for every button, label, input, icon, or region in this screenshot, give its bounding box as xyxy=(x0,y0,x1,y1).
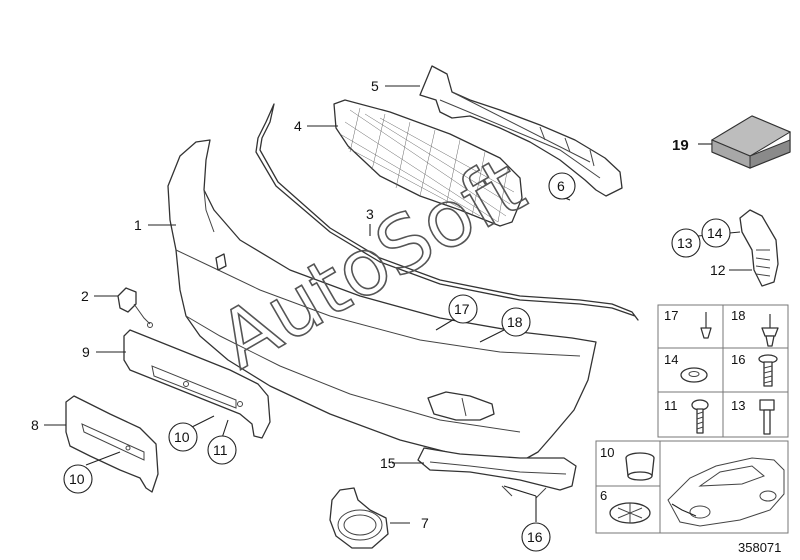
hardware-14-washer xyxy=(680,367,708,383)
hardware-10-nut-clip xyxy=(625,452,655,481)
part-7-trim-ring xyxy=(329,487,389,549)
label-12: 12 xyxy=(710,262,726,278)
diagram-id: 358071 xyxy=(738,540,781,555)
grid-label-11: 11 xyxy=(664,398,678,413)
part-5-support-bracket xyxy=(419,65,623,197)
callout-18: 18 xyxy=(501,307,531,337)
label-14: 14 xyxy=(707,225,723,241)
part-8-plate-base xyxy=(65,395,159,493)
hardware-17-rivet xyxy=(700,312,712,339)
callout-10-plate-base: 10 xyxy=(63,464,93,494)
label-5: 5 xyxy=(371,78,379,94)
label-17: 17 xyxy=(454,301,470,317)
hardware-18-rivet xyxy=(761,314,779,347)
grid-label-10: 10 xyxy=(600,445,614,460)
label-3: 3 xyxy=(366,206,374,222)
callout-10-plate-carrier: 10 xyxy=(168,422,198,452)
part-1-bumper-cover xyxy=(167,139,597,463)
hardware-11-screw xyxy=(691,399,709,434)
label-10-a: 10 xyxy=(174,429,190,445)
callout-6: 6 xyxy=(548,172,576,200)
callout-17: 17 xyxy=(448,294,478,324)
callout-13: 13 xyxy=(671,228,701,258)
label-1: 1 xyxy=(134,217,142,233)
label-6: 6 xyxy=(557,178,565,194)
hardware-16-screw xyxy=(758,354,778,387)
label-8: 8 xyxy=(31,417,39,433)
hardware-13-bolt xyxy=(759,399,775,435)
label-13: 13 xyxy=(677,235,693,251)
label-19: 19 xyxy=(672,137,689,154)
label-16: 16 xyxy=(527,529,543,545)
grid-label-16: 16 xyxy=(731,352,745,367)
part-4-grille xyxy=(333,99,523,227)
label-15: 15 xyxy=(380,455,396,471)
grid-label-17: 17 xyxy=(664,308,678,323)
label-18: 18 xyxy=(507,314,523,330)
part-9-plate-carrier xyxy=(123,329,271,439)
part-15-lower-spoiler xyxy=(417,447,577,499)
part-2-tow-cover xyxy=(117,287,153,328)
label-4: 4 xyxy=(294,118,302,134)
grid-label-18: 18 xyxy=(731,308,745,323)
callout-16: 16 xyxy=(521,522,551,552)
part-12-side-bracket xyxy=(739,209,779,287)
hardware-grid xyxy=(595,304,789,534)
callout-14: 14 xyxy=(701,218,731,248)
grid-label-6: 6 xyxy=(600,488,607,503)
label-11: 11 xyxy=(213,442,228,458)
part-19-repair-kit xyxy=(710,115,792,169)
label-10-b: 10 xyxy=(69,471,85,487)
car-location-sketch xyxy=(667,457,785,527)
callout-11: 11 xyxy=(207,435,237,465)
grid-label-13: 13 xyxy=(731,398,745,413)
label-7: 7 xyxy=(421,515,429,531)
grid-label-14: 14 xyxy=(664,352,678,367)
label-2: 2 xyxy=(81,288,89,304)
part-3-trim-strip xyxy=(255,103,639,321)
hardware-6-clip xyxy=(609,502,651,524)
label-9: 9 xyxy=(82,344,90,360)
